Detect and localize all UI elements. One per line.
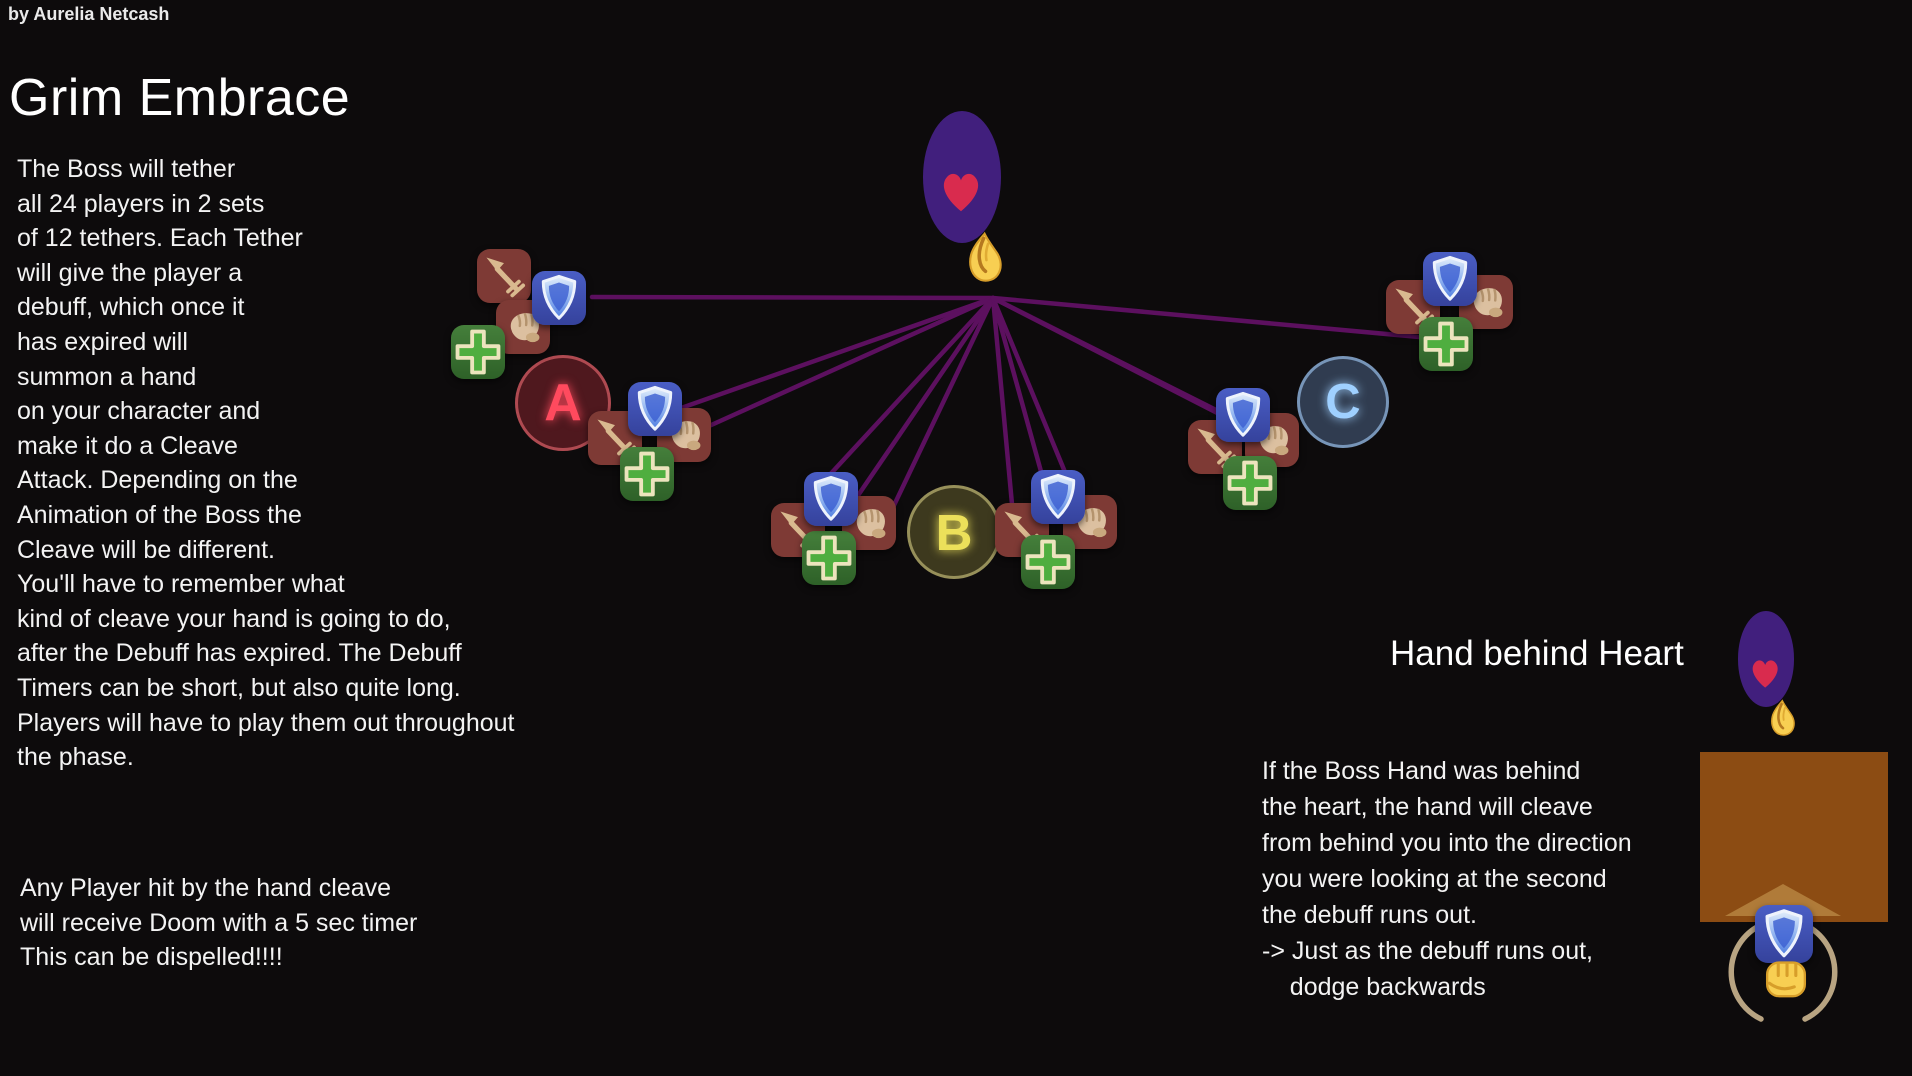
page-title: Grim Embrace — [9, 69, 351, 127]
text-line: Players will have to play them out throu… — [17, 708, 515, 737]
text-line: will give the player a — [17, 258, 243, 287]
healer-role-icon — [802, 531, 856, 585]
text-line: on your character and — [17, 397, 261, 426]
tether-line — [990, 295, 1433, 341]
waymark-label: C — [1325, 375, 1361, 429]
tank-role-icon — [1031, 470, 1085, 524]
author-credit: by Aurelia Netcash — [8, 4, 170, 24]
tank-role-icon — [532, 271, 586, 325]
text-line: Any Player hit by the hand cleave — [20, 874, 392, 902]
waymark-b: B — [907, 485, 1001, 579]
text-line: The Boss will tether — [17, 155, 236, 183]
text-line: debuff, which once it — [17, 293, 245, 322]
tank-role-icon — [1216, 388, 1270, 442]
intro-paragraph: The Boss will tether all 24 players in 2 … — [17, 152, 515, 775]
waymark-c: C — [1297, 356, 1389, 448]
tether-line — [843, 295, 996, 516]
tether-line — [873, 295, 996, 546]
broken-target-ring — [1802, 922, 1838, 1022]
text-line: the heart, the hand will cleave — [1262, 793, 1593, 821]
tether-line — [647, 295, 996, 422]
waymark-label: B — [935, 503, 973, 561]
doom-note-paragraph: Any Player hit by the hand cleave will re… — [20, 871, 417, 975]
text-line: after the Debuff has expired. The Debuff — [17, 639, 462, 668]
boss-heart-icon — [932, 161, 990, 219]
tether-line — [990, 295, 1053, 507]
healer-role-icon — [1419, 317, 1473, 371]
text-line: has expired will — [17, 327, 188, 356]
text-line: If the Boss Hand was behind — [1262, 757, 1581, 785]
text-line: This can be dispelled!!!! — [20, 943, 283, 972]
text-line: make it do a Cleave — [17, 431, 238, 460]
text-line: Attack. Depending on the — [17, 466, 298, 495]
text-line: of 12 tethers. Each Tether — [17, 224, 303, 253]
text-line: Timers can be short, but also quite long… — [17, 673, 461, 702]
boss-body-ellipse — [923, 111, 1001, 243]
healer-role-icon — [1021, 535, 1075, 589]
text-line: dodge backwards — [1262, 973, 1486, 1001]
tether-line — [990, 295, 1017, 529]
tank-role-icon — [1755, 905, 1813, 963]
tank-role-icon — [804, 472, 858, 526]
hand-behind-heart-heading: Hand behind Heart — [1390, 634, 1684, 673]
text-line: Animation of the Boss the — [17, 500, 302, 529]
tank-role-icon — [1423, 252, 1477, 306]
text-line: you were looking at the second — [1262, 865, 1607, 893]
mini-boss-body-ellipse — [1737, 610, 1795, 708]
hand-behind-heart-paragraph: If the Boss Hand was behind the heart, th… — [1262, 753, 1632, 1005]
tether-line — [589, 294, 996, 301]
healer-role-icon — [620, 447, 674, 501]
healer-role-icon — [1223, 456, 1277, 510]
text-line: from behind you into the direction — [1262, 829, 1632, 857]
pinched-fingers-icon — [954, 230, 1010, 286]
waymark-label: A — [544, 374, 582, 432]
tether-line — [675, 295, 996, 443]
pinched-fingers-icon — [1760, 698, 1801, 739]
tether-line — [809, 295, 996, 497]
text-line: You'll have to remember what — [17, 570, 345, 599]
text-line: the phase. — [17, 743, 134, 772]
text-line: the debuff runs out. — [1262, 901, 1477, 929]
text-line: kind of cleave your hand is going to do, — [17, 604, 451, 633]
fist-icon — [1755, 945, 1817, 1007]
dodge-direction-arrow — [1725, 884, 1841, 916]
text-line: Cleave will be different. — [17, 535, 276, 564]
healer-role-icon — [451, 325, 505, 379]
broken-target-ring — [1728, 922, 1764, 1022]
text-line: summon a hand — [17, 362, 197, 391]
dps-role-icon — [477, 249, 531, 303]
text-line: all 24 players in 2 sets — [17, 189, 265, 218]
tank-role-icon — [628, 382, 682, 436]
mini-boss-heart-icon — [1744, 651, 1786, 693]
text-line: will receive Doom with a 5 sec timer — [20, 908, 418, 937]
text-line: -> Just as the debuff runs out, — [1262, 937, 1593, 965]
